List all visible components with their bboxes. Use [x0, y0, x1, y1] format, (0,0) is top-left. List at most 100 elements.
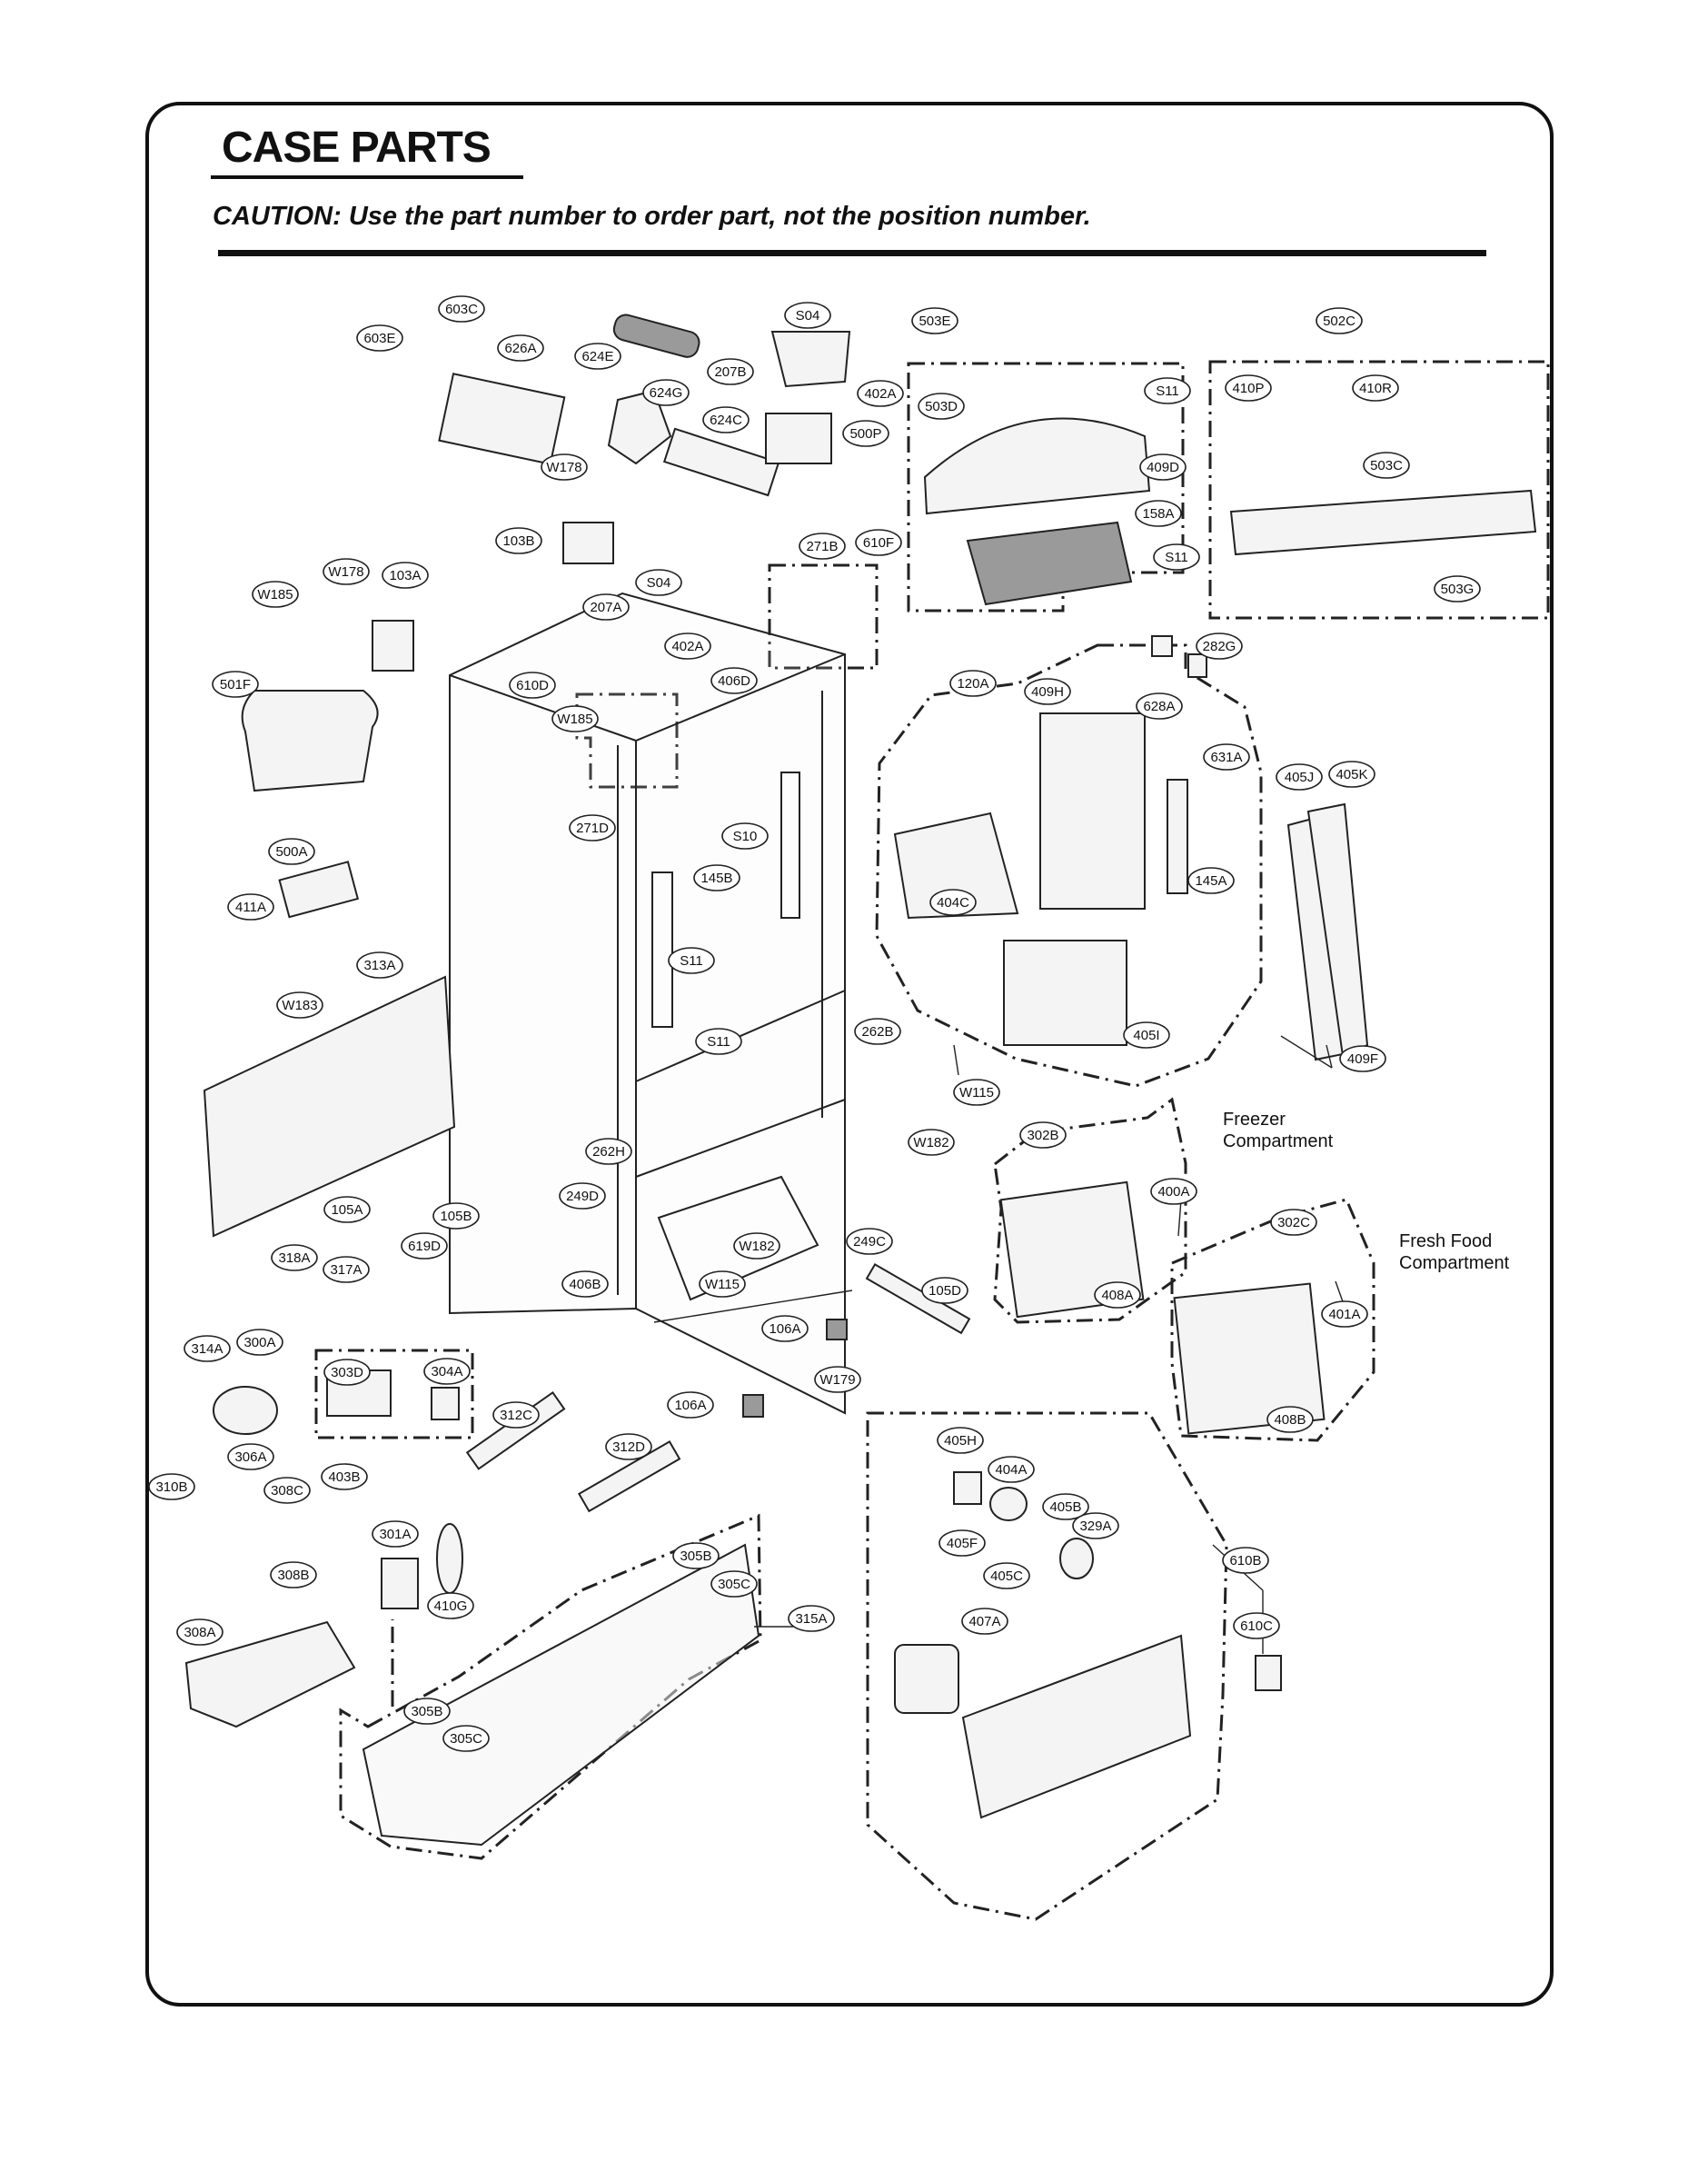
callout-bubble: [857, 380, 904, 407]
callout-label: 610F: [863, 535, 894, 551]
callout-label: 305B: [411, 1704, 442, 1719]
callout-bubble: [551, 705, 599, 732]
callout-bubble: [176, 1618, 223, 1646]
callout-bubble: [788, 1605, 835, 1632]
callout-bubble: [1363, 452, 1410, 479]
callout-label: 410P: [1232, 381, 1264, 396]
callout-label: 207B: [714, 364, 746, 380]
callout-303d: 303D: [323, 1359, 371, 1386]
callout-bubble: [1233, 1612, 1280, 1639]
callout-306a: 306A: [227, 1443, 274, 1470]
callout-w179: W179: [814, 1366, 861, 1393]
callout-bubble: [184, 1335, 231, 1362]
callout-label: W182: [913, 1135, 948, 1150]
callout-label: 145A: [1195, 873, 1226, 889]
callout-label: 249C: [853, 1234, 886, 1250]
callout-bubble: [323, 558, 370, 585]
callout-label: 106A: [674, 1398, 706, 1413]
callout-bubble: [356, 951, 403, 979]
callout-329a: 329A: [1072, 1512, 1119, 1539]
callout-bubble: [855, 529, 902, 556]
callout-label: 308A: [184, 1625, 215, 1640]
callout-402a: 402A: [857, 380, 904, 407]
callout-bubble: [509, 672, 556, 699]
callout-s11: S11: [668, 947, 715, 974]
callout-bubble: [1222, 1547, 1269, 1574]
callout-label: S10: [733, 829, 758, 844]
callout-bubble: [664, 632, 711, 660]
callout-label: 301A: [379, 1527, 411, 1542]
callout-bubble: [846, 1228, 893, 1255]
callout-w183: W183: [276, 991, 323, 1019]
callout-310b: 310B: [148, 1473, 195, 1500]
callout-label: S11: [680, 953, 703, 969]
callout-405k: 405K: [1328, 761, 1375, 788]
callout-bubble: [1024, 678, 1071, 705]
callout-label: 503E: [919, 314, 950, 329]
callout-label: W178: [328, 564, 363, 580]
callout-label: 262H: [592, 1144, 625, 1160]
callout-label: 503C: [1370, 458, 1403, 473]
callout-bubble: [918, 393, 965, 420]
callout-bubble: [1094, 1281, 1141, 1309]
callout-bubble: [212, 671, 259, 698]
callout-bubble: [1203, 743, 1250, 771]
callout-610c: 610C: [1233, 1612, 1280, 1639]
callout-label: 405C: [990, 1569, 1023, 1584]
callout-105a: 105A: [323, 1196, 371, 1223]
callout-s11: S11: [1144, 377, 1191, 404]
callout-label: 103A: [389, 568, 421, 583]
callout-bubble: [707, 358, 754, 385]
callout-w182: W182: [733, 1232, 780, 1260]
caution-divider: [218, 250, 1486, 256]
callout-503c: 503C: [1363, 452, 1410, 479]
callout-302c: 302C: [1270, 1209, 1317, 1236]
callout-label: 409D: [1147, 460, 1179, 475]
callout-624c: 624C: [702, 406, 750, 433]
callout-bubble: [693, 864, 740, 891]
callout-bubble: [1153, 543, 1200, 571]
callout-305c: 305C: [710, 1570, 758, 1598]
callout-label: 106A: [769, 1321, 800, 1337]
refrigerator-cabinet: [449, 592, 846, 1415]
callout-label: S11: [1156, 383, 1179, 399]
callout-409d: 409D: [1139, 453, 1187, 481]
callout-w178: W178: [323, 558, 370, 585]
callout-label: 402A: [864, 386, 896, 402]
callout-bubble: [582, 593, 630, 621]
callout-bubble: [953, 1079, 1000, 1106]
callout-bubble: [1150, 1178, 1197, 1205]
callout-w178: W178: [541, 453, 588, 481]
callout-bubble: [949, 670, 997, 697]
callout-s04: S04: [784, 302, 831, 329]
callout-308a: 308A: [176, 1618, 223, 1646]
callout-bubble: [784, 302, 831, 329]
callout-bubble: [148, 1473, 195, 1500]
callout-282g: 282G: [1196, 632, 1243, 660]
callout-bubble: [271, 1244, 318, 1271]
callout-249c: 249C: [846, 1228, 893, 1255]
callout-410g: 410G: [427, 1592, 474, 1619]
callout-158a: 158A: [1135, 500, 1182, 527]
callout-610d: 610D: [509, 672, 556, 699]
callout-bubble: [227, 1443, 274, 1470]
callout-label: 105A: [331, 1202, 362, 1218]
callout-label: 603C: [445, 302, 478, 317]
callout-bubble: [1135, 500, 1182, 527]
callout-207b: 207B: [707, 358, 754, 385]
callout-label: 302C: [1277, 1215, 1310, 1230]
callout-103a: 103A: [382, 562, 429, 589]
callout-503d: 503D: [918, 393, 965, 420]
callout-bubble: [642, 379, 690, 406]
callout-label: 500A: [275, 844, 307, 860]
callout-label: 271B: [806, 539, 838, 554]
callout-label: 407A: [968, 1614, 1000, 1629]
callout-301a: 301A: [372, 1520, 419, 1548]
callout-bubble: [1225, 374, 1272, 402]
callout-317a: 317A: [323, 1256, 370, 1283]
callout-501f: 501F: [212, 671, 259, 698]
callout-label: 409H: [1031, 684, 1064, 700]
callout-label: 405I: [1133, 1028, 1159, 1043]
callout-610f: 610F: [855, 529, 902, 556]
callout-w115: W115: [953, 1079, 1000, 1106]
